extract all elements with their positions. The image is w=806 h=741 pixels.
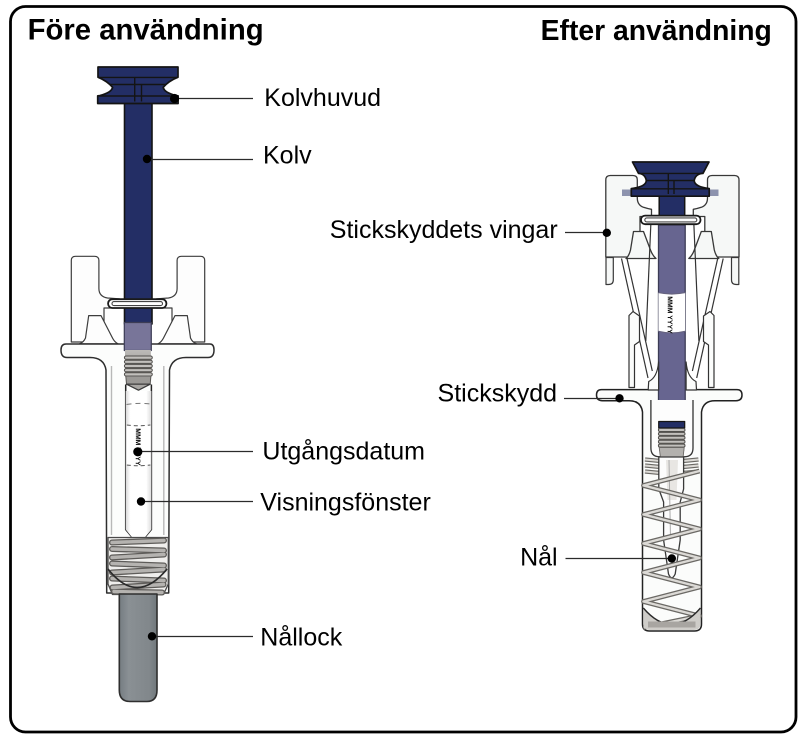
svg-text:Utgångsdatum: Utgångsdatum [262, 438, 425, 466]
svg-text:Före användning: Före användning [28, 13, 264, 46]
svg-text:Kolv: Kolv [263, 142, 312, 170]
svg-text:Kolvhuvud: Kolvhuvud [264, 84, 381, 112]
svg-text:Nål: Nål [520, 544, 558, 572]
svg-text:Nållock: Nållock [260, 624, 342, 652]
svg-text:Stickskydd: Stickskydd [438, 379, 557, 407]
svg-text:MMM YYYY: MMM YYYY [666, 296, 673, 334]
svg-text:Visningsfönster: Visningsfönster [260, 488, 430, 516]
svg-text:Efter användning: Efter användning [541, 14, 772, 46]
svg-text:Stickskyddets vingar: Stickskyddets vingar [330, 216, 558, 244]
svg-text:MMM YYYY: MMM YYYY [134, 428, 141, 466]
